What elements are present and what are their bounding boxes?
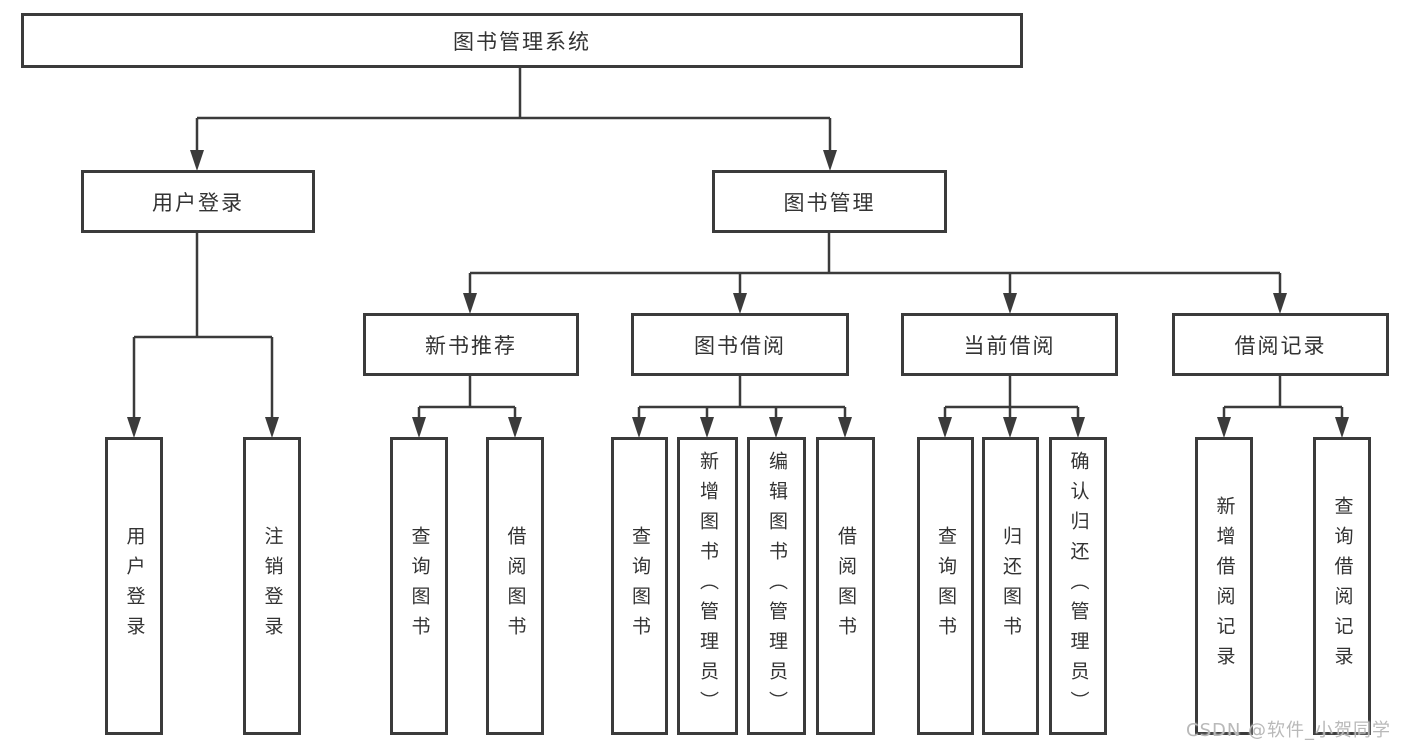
leaf-br-query-record-label: 查询借阅记录 bbox=[1331, 496, 1354, 676]
leaf-cb-confirm-return-admin-label: 确认归还（管理员） bbox=[1067, 451, 1090, 721]
arrowhead-current-borrow bbox=[1003, 293, 1017, 314]
arrowhead-bb-query-books bbox=[632, 417, 646, 438]
arrowhead-cb-confirm-return bbox=[1071, 417, 1085, 438]
arrowhead-bb-borrow-books bbox=[838, 417, 852, 438]
leaf-bb-edit-books-admin: 编辑图书（管理员） bbox=[747, 437, 806, 735]
connector-book-management-children bbox=[468, 233, 1282, 296]
node-borrow-records: 借阅记录 bbox=[1172, 313, 1389, 376]
connector-user-login-children bbox=[132, 233, 274, 420]
leaf-bb-query-books-label: 查询图书 bbox=[629, 526, 651, 646]
arrowhead-br-query-record bbox=[1335, 417, 1349, 438]
leaf-br-add-record: 新增借阅记录 bbox=[1195, 437, 1253, 735]
node-book-borrow: 图书借阅 bbox=[631, 313, 849, 376]
leaf-nbr-borrow-books-label: 借阅图书 bbox=[504, 526, 527, 646]
connector-current-borrow-children bbox=[943, 376, 1080, 420]
leaf-user-login: 用户登录 bbox=[105, 437, 163, 735]
node-user-login-label: 用户登录 bbox=[152, 190, 244, 215]
node-book-borrow-label: 图书借阅 bbox=[694, 333, 786, 358]
node-book-management: 图书管理 bbox=[712, 170, 947, 233]
leaf-logout: 注销登录 bbox=[243, 437, 301, 735]
arrowhead-nbr-borrow-books bbox=[508, 417, 522, 438]
connector-borrow-records-children bbox=[1222, 376, 1344, 420]
leaf-nbr-query-books-label: 查询图书 bbox=[408, 526, 431, 646]
node-current-borrow-label: 当前借阅 bbox=[963, 333, 1056, 358]
connector-root-to-level2 bbox=[195, 68, 832, 153]
connector-book-borrow-children bbox=[637, 376, 847, 420]
leaf-cb-confirm-return-admin: 确认归还（管理员） bbox=[1049, 437, 1107, 735]
node-current-borrow: 当前借阅 bbox=[901, 313, 1118, 376]
arrowhead-bb-edit-books bbox=[769, 417, 783, 438]
node-root: 图书管理系统 bbox=[21, 13, 1023, 68]
arrowhead-book-management bbox=[823, 150, 837, 171]
arrowhead-leaf-logout bbox=[265, 417, 279, 438]
arrowhead-cb-return-books bbox=[1003, 417, 1017, 438]
arrowhead-borrow-records bbox=[1273, 293, 1287, 314]
leaf-br-query-record: 查询借阅记录 bbox=[1313, 437, 1371, 735]
connector-new-book-recommend-children bbox=[417, 376, 517, 420]
node-book-management-label: 图书管理 bbox=[783, 190, 876, 215]
node-user-login: 用户登录 bbox=[81, 170, 315, 233]
leaf-br-add-record-label: 新增借阅记录 bbox=[1213, 496, 1236, 676]
leaf-cb-return-books-label: 归还图书 bbox=[1000, 526, 1022, 646]
leaf-nbr-query-books: 查询图书 bbox=[390, 437, 448, 735]
leaf-bb-borrow-books: 借阅图书 bbox=[816, 437, 875, 735]
arrowhead-user-login bbox=[190, 150, 204, 171]
arrowhead-leaf-user-login bbox=[127, 417, 141, 438]
leaf-bb-borrow-books-label: 借阅图书 bbox=[835, 526, 857, 646]
leaf-bb-edit-books-admin-label: 编辑图书（管理员） bbox=[766, 451, 788, 721]
csdn-watermark: CSDN @软件_小贺同学 bbox=[1186, 720, 1392, 741]
leaf-cb-query-books-label: 查询图书 bbox=[935, 526, 957, 646]
leaf-nbr-borrow-books: 借阅图书 bbox=[486, 437, 544, 735]
node-root-label: 图书管理系统 bbox=[453, 29, 591, 54]
node-new-book-recommend: 新书推荐 bbox=[363, 313, 579, 376]
arrowhead-bb-add-books bbox=[700, 417, 714, 438]
arrowhead-new-book-recommend bbox=[463, 293, 477, 314]
arrowhead-br-add-record bbox=[1217, 417, 1231, 438]
arrowhead-book-borrow bbox=[733, 293, 747, 314]
arrowhead-nbr-query-books bbox=[412, 417, 426, 438]
leaf-bb-add-books-admin: 新增图书（管理员） bbox=[677, 437, 738, 735]
leaf-logout-label: 注销登录 bbox=[261, 526, 284, 646]
leaf-cb-return-books: 归还图书 bbox=[982, 437, 1039, 735]
leaf-bb-add-books-admin-label: 新增图书（管理员） bbox=[697, 451, 719, 721]
node-new-book-recommend-label: 新书推荐 bbox=[425, 333, 517, 358]
leaf-bb-query-books: 查询图书 bbox=[611, 437, 668, 735]
leaf-user-login-label: 用户登录 bbox=[123, 526, 146, 646]
node-borrow-records-label: 借阅记录 bbox=[1234, 333, 1327, 358]
leaf-cb-query-books: 查询图书 bbox=[917, 437, 974, 735]
arrowhead-cb-query-books bbox=[938, 417, 952, 438]
